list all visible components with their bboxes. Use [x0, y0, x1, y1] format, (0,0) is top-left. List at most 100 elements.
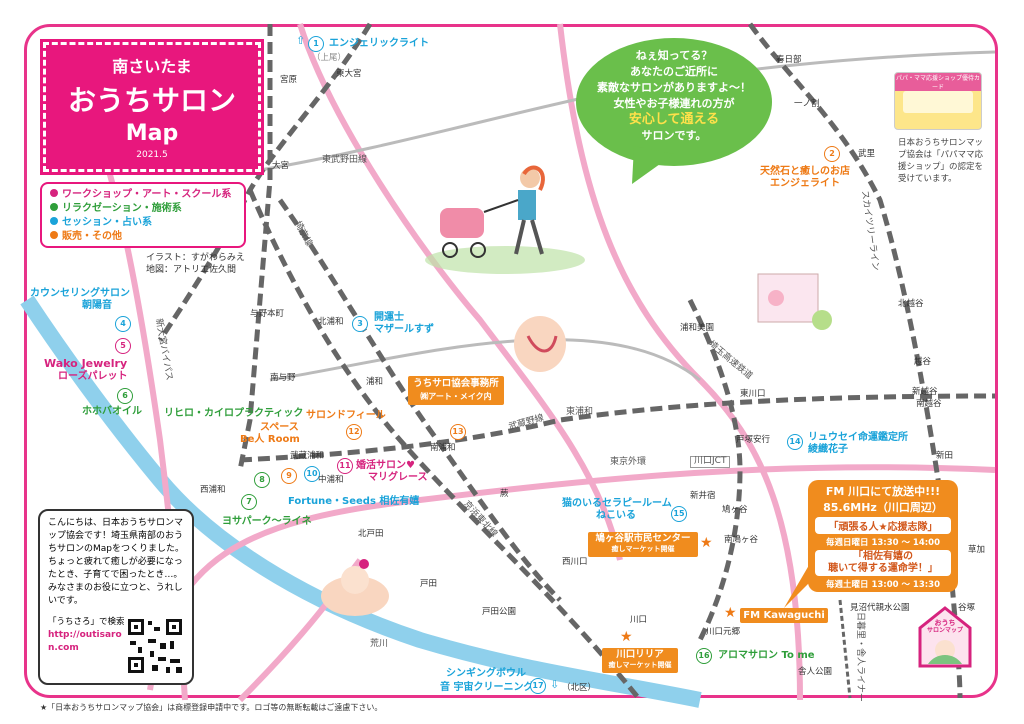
lilia-label[interactable]: 川口リリア 癒しマーケット開催: [602, 648, 678, 673]
salon-marker-2[interactable]: 2: [824, 146, 840, 162]
qr-code-icon[interactable]: [126, 617, 184, 675]
station-minamihatogaya: 南鳩ヶ谷: [724, 535, 759, 545]
legend-item: ワークショップ・アート・スクール系: [50, 188, 236, 202]
salon-marker-9[interactable]: 9: [281, 468, 297, 484]
hatogaya-name: 鳩ヶ谷駅市民センター: [595, 533, 691, 544]
fm-time-1: 毎週日曜日 13:30 ～ 14:00: [826, 538, 940, 548]
salon-marker-1[interactable]: 1: [308, 36, 324, 52]
station-takesato: 武里: [858, 149, 876, 159]
map-logo: おうち サロンマップ: [918, 606, 972, 668]
stones-shop-illustration: [757, 273, 832, 330]
salon-label-2[interactable]: 天然石と癒しのお店: [760, 166, 850, 177]
salon-marker-7[interactable]: 7: [241, 494, 257, 510]
salon-marker-4[interactable]: 4: [115, 316, 131, 332]
salon-marker-5[interactable]: 5: [115, 338, 131, 354]
line-tobunoda: 東武野田線: [322, 155, 368, 165]
salon-label-4[interactable]: カウンセリングサロン: [30, 288, 130, 299]
station-kitatoda: 北戸田: [358, 529, 384, 539]
speech-bubble: ねぇ知ってる？ あなたのご近所に 素敵なサロンがありますよ～！ 女性やお子様連れ…: [574, 36, 774, 186]
salon-sub-3: マザールすず: [374, 324, 434, 335]
legend-item: 販売・その他: [50, 230, 236, 244]
salon-marker-14[interactable]: 14: [787, 434, 803, 450]
intro-text: こんにちは、日本おうちサロンマップ協会です！埼玉県南部のおうちサロンのMapをつ…: [48, 518, 184, 606]
salon-marker-17[interactable]: 17: [530, 678, 546, 694]
badge-line1: おうち: [934, 619, 956, 627]
station-minamiyono: 南与野: [270, 373, 296, 383]
salon-label-11[interactable]: 婚活サロン♥: [356, 460, 415, 471]
fm-head: FM 川口にて放送中!!!: [825, 485, 941, 498]
station-koshigaya: 越谷: [914, 357, 932, 367]
intro-url-link[interactable]: http://outisaron.com: [48, 630, 122, 653]
salon-marker-16[interactable]: 16: [696, 648, 712, 664]
map-title: 南さいたま おうちサロン Map 2021.5: [40, 39, 264, 175]
salon-label-6[interactable]: ホホバオイル: [82, 406, 142, 417]
fm-program-1: 「頑張る人★応援志隊」: [815, 517, 951, 534]
salon-marker-11[interactable]: 11: [337, 458, 353, 474]
star-icon: ★: [620, 629, 633, 645]
salon-marker-13[interactable]: 13: [450, 424, 466, 440]
hatogaya-center-label[interactable]: 鳩ヶ谷駅市民センター 癒しマーケット開催: [588, 532, 698, 557]
salon-marker-8[interactable]: 8: [254, 472, 270, 488]
station-nishiurawa: 西浦和: [200, 485, 226, 495]
bubble-shape: [576, 38, 772, 184]
salon-marker-3[interactable]: 3: [352, 316, 368, 332]
station-totsukaangyo: 戸塚安行: [736, 435, 771, 445]
railways: [157, 22, 996, 702]
station-ichinowari: 一ノ割: [794, 99, 820, 109]
station-nishikawaguchi: 西川口: [562, 557, 588, 567]
station-kasukabe: 春日部: [776, 55, 802, 65]
salon-label-5[interactable]: Wako Jewelry: [44, 357, 128, 370]
salon-label-16[interactable]: アロマサロン To me: [718, 650, 815, 661]
salon-label-17[interactable]: シンギングボウル: [446, 668, 526, 679]
station-toneripark: 舎人公園: [798, 667, 833, 677]
line-toneri-liner: 日暮里・舎人ライナー: [855, 612, 865, 702]
office-label-13[interactable]: うちサロ協会事務所 ㈱アート・メイク内: [408, 376, 504, 405]
credit-map: 地図：アトリエ佐久間: [146, 265, 237, 275]
station-kitaurawa: 北浦和: [318, 317, 344, 327]
salon-label-3[interactable]: 開運士: [374, 312, 404, 323]
salon-marker-15[interactable]: 15: [671, 506, 687, 522]
fm-program-2b: 聴いて得する運命学！」: [828, 563, 938, 574]
salon-sub-5: ローズパレット: [58, 371, 128, 382]
station-urawamisono: 浦和美園: [680, 323, 715, 333]
fm-program-2: 「相佐有嬉の聴いて得する運命学！」: [815, 550, 951, 576]
salon-sub-2: エンジェライト: [770, 178, 840, 189]
intro-box: こんにちは、日本おうちサロンマップ協会です！埼玉県南部のおうちサロンのMapをつ…: [38, 509, 194, 685]
station-toda: 戸田: [420, 579, 438, 589]
salon-label-14[interactable]: リュウセイ命運鑑定所: [808, 432, 908, 443]
salon-label-9[interactable]: スペース: [260, 422, 299, 433]
river-arakawa: [20, 295, 702, 708]
station-musashiurawa: 武蔵浦和: [290, 451, 325, 461]
fm-program-2a: 「相佐有嬉の: [853, 551, 913, 562]
salon-sub-15: ねこいる: [596, 510, 636, 521]
station-kawaguchi: 川口: [630, 615, 648, 625]
salon-marker-12[interactable]: 12: [346, 424, 362, 440]
office-name: うちサロ協会事務所: [413, 378, 499, 389]
river-arakawa-label: 荒川: [370, 639, 389, 649]
bubble-line: 素敵なサロンがありますよ～！: [597, 81, 751, 94]
salon-label-15[interactable]: 猫のいるセラピールーム: [562, 498, 672, 509]
salon-marker-10[interactable]: 10: [304, 466, 320, 482]
card-label: パパ・ママ応援ショップ優待カード: [895, 73, 981, 91]
salon-sub-1: （上尾）: [312, 53, 347, 63]
salon-label-7[interactable]: ヨサパーク～ライネ: [222, 516, 312, 527]
intro-search: 「うちさろ」で検索: [48, 617, 125, 627]
kita-ku-label: （北区）: [562, 683, 597, 693]
salon-label-1[interactable]: エンジェリックライト: [329, 38, 429, 49]
salon-label-10[interactable]: Fortune・Seeds 相佐有嬉: [288, 496, 420, 507]
salon-label-12[interactable]: サロンドフィール: [306, 410, 386, 421]
salon-label-8[interactable]: リヒロ・カイロプラクティック: [164, 408, 304, 419]
salon-sub-9: Be人 Room: [240, 434, 300, 445]
kawaguchi-jct-label: 川口JCT: [690, 456, 731, 468]
salon-marker-6[interactable]: 6: [117, 388, 133, 404]
baby-hands-illustration: [321, 559, 389, 616]
fm-kawaguchi-label[interactable]: FM Kawaguchi: [740, 608, 828, 623]
salon-sub-4: 朝陽音: [82, 300, 112, 311]
station-shinkoshigaya: 新越谷: [912, 387, 938, 397]
station-miyahara: 宮原: [280, 75, 298, 85]
station-yonohonmachi: 与野本町: [250, 309, 285, 319]
mother-with-stroller-illustration: [425, 165, 585, 274]
station-soka: 草加: [968, 545, 986, 555]
station-kawaguchimotogo: 川口元郷: [706, 627, 741, 637]
station-hatogaya: 鳩ヶ谷: [722, 505, 748, 515]
